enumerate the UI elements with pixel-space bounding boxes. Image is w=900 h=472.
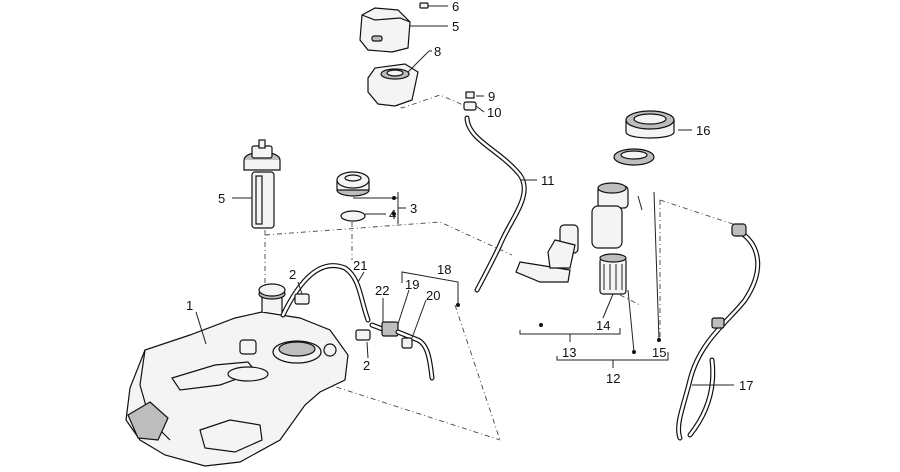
callout-22: 22 (375, 283, 389, 298)
fuel-sender-part (243, 139, 281, 229)
reference-dots (392, 196, 661, 354)
fuel-tank-part (125, 283, 349, 467)
fuel-feed-hose-part (676, 223, 761, 441)
callout-19: 19 (405, 277, 419, 292)
clamp-part-upper (294, 293, 310, 305)
gasket-part (340, 210, 366, 222)
callout-10: 10 (487, 105, 501, 120)
filler-bowl-part (367, 63, 419, 107)
leader-lines (195, 5, 734, 386)
callout-12: 12 (606, 371, 620, 386)
valve-part (369, 321, 435, 381)
callout-labels: 6 5 8 9 10 16 11 5 3 4 21 18 2 19 22 20 … (186, 0, 753, 393)
callout-4: 4 (389, 207, 396, 222)
callout-6: 5 (452, 19, 459, 34)
callout-16: 16 (696, 123, 710, 138)
fuel-cap-part (336, 171, 370, 197)
clamp-part-lower (355, 329, 371, 341)
screw-part (419, 2, 434, 9)
callout-7: 6 (452, 0, 459, 14)
callout-13: 13 (562, 345, 576, 360)
callout-15: 15 (652, 345, 666, 360)
hose-fitting-part (463, 91, 477, 111)
callout-21: 21 (353, 258, 367, 273)
callout-8: 8 (434, 44, 441, 59)
callout-11: 11 (541, 173, 555, 188)
callout-2-lower: 2 (363, 358, 370, 373)
callout-3: 3 (410, 201, 417, 216)
pump-flange-part (613, 148, 655, 166)
filler-cover-part (359, 7, 411, 53)
callout-1: 1 (186, 298, 193, 313)
callout-14: 14 (596, 318, 610, 333)
callout-17: 17 (739, 378, 753, 393)
callout-18: 18 (437, 262, 451, 277)
callout-5: 5 (218, 191, 225, 206)
ring-nut-part (625, 110, 675, 139)
callout-20: 20 (426, 288, 440, 303)
callout-9: 9 (488, 89, 495, 104)
fuel-pump-part (515, 182, 629, 283)
vent-hose-part (280, 263, 371, 323)
breather-hose-part (464, 115, 527, 293)
fuel-filter-part (599, 253, 627, 295)
callout-2-upper: 2 (289, 267, 296, 282)
